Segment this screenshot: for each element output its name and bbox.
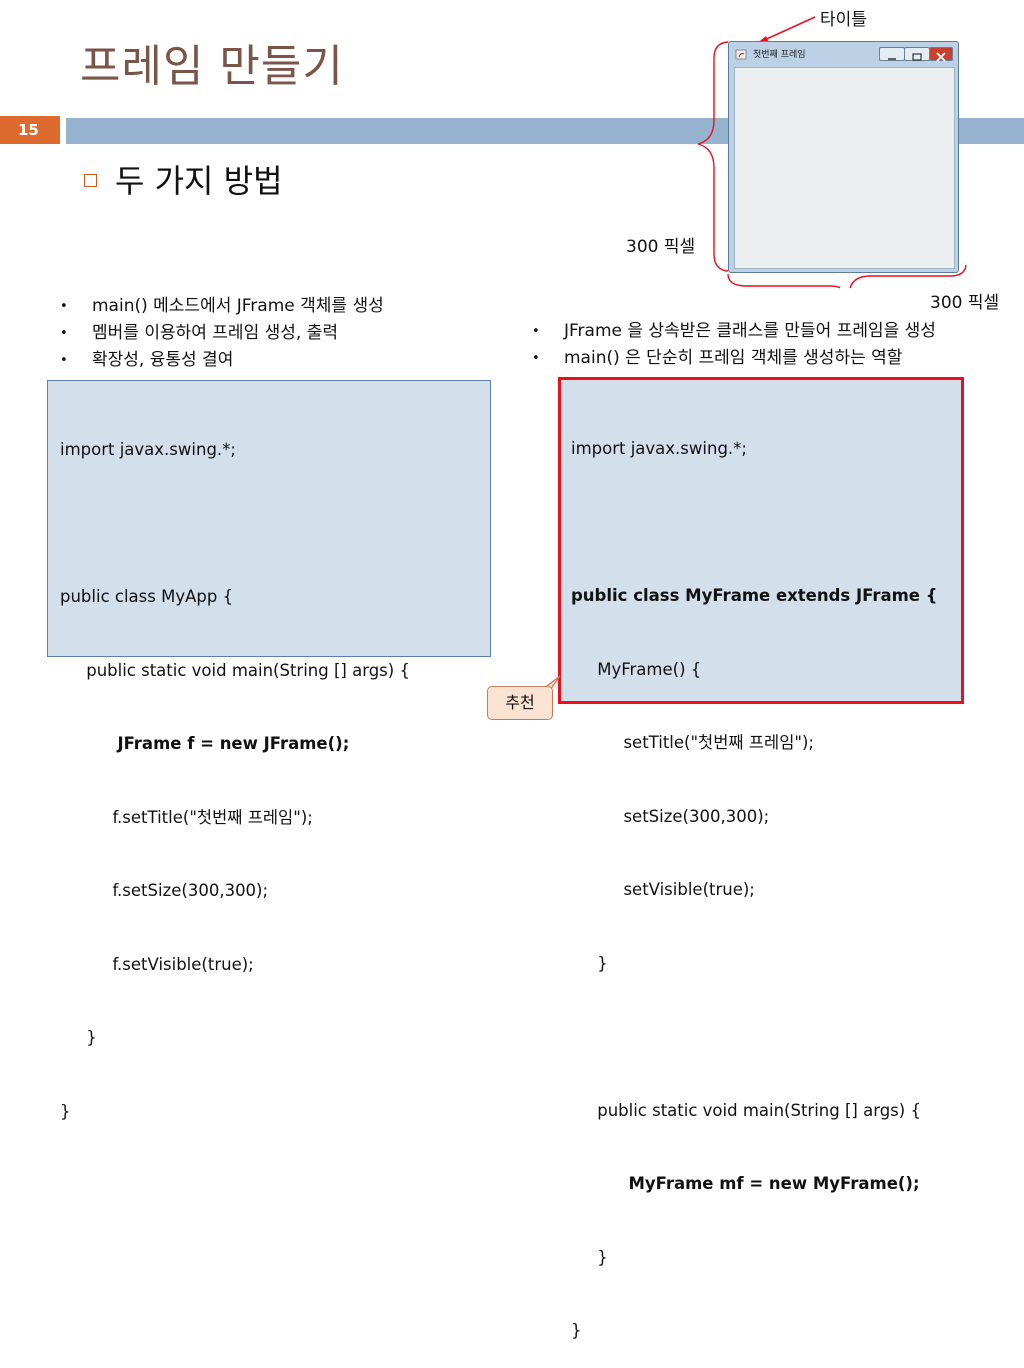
code-line: } (571, 1247, 608, 1267)
recommend-badge: 추천 (487, 686, 553, 720)
left-bullet-list: • main() 메소드에서 JFrame 객체를 생성 • 멤버를 이용하여 프레… (60, 293, 384, 374)
code-line: } (571, 1321, 582, 1340)
bullet-dot-icon: • (60, 326, 68, 341)
list-item: • 확장성, 융통성 결여 (60, 347, 384, 374)
code-line (571, 1025, 961, 1050)
bullet-text: JFrame 을 상속받은 클래스를 만들어 프레임을 생성 (564, 321, 936, 341)
section-heading-text: 두 가지 방법 (115, 162, 283, 200)
code-block-myframe: import javax.swing.*; public class MyFra… (558, 377, 964, 1340)
code-line: public class MyApp { (60, 587, 234, 606)
code-line: setSize(300,300); (571, 806, 770, 826)
window-title-text: 첫번째 프레임 (753, 50, 806, 60)
list-item: • main() 은 단순히 프레임 객체를 생성하는 역할 (532, 345, 936, 372)
title-label: 타이틀 (820, 10, 867, 30)
code-line: setVisible(true); (571, 880, 755, 899)
slide-title: 프레임 만들기 (80, 41, 344, 92)
window-titlebar: 첫번째 프레임 (729, 42, 958, 66)
square-bullet-icon (84, 174, 97, 187)
width-brace-right-wrap (849, 265, 967, 289)
height-label: 300 픽셀 (626, 237, 696, 257)
code-line: import javax.swing.*; (60, 440, 236, 459)
page-number: 15 (0, 116, 60, 144)
bullet-text: 멤버를 이용하여 프레임 생성, 출력 (92, 323, 338, 343)
code-line: f.setVisible(true); (60, 954, 254, 974)
code-line: f.setTitle("첫번째 프레임"); (60, 807, 313, 827)
minimize-button[interactable] (879, 47, 905, 61)
code-line: JFrame f = new JFrame(); (60, 734, 350, 753)
code-line (60, 512, 490, 537)
list-item: • 멤버를 이용하여 프레임 생성, 출력 (60, 320, 384, 347)
height-brace (697, 41, 729, 272)
bullet-dot-icon: • (60, 299, 68, 314)
width-brace-right (849, 265, 967, 289)
bullet-dot-icon: • (532, 324, 540, 339)
code-line: public static void main(String [] args) … (60, 660, 410, 680)
jframe-window: 첫번째 프레임 (728, 41, 959, 273)
width-label: 300 픽셀 (930, 293, 1000, 313)
code-line: public class MyFrame extends JFrame { (571, 586, 938, 605)
minimize-icon (888, 58, 896, 60)
close-button[interactable] (929, 47, 953, 62)
list-item: • JFrame 을 상속받은 클래스를 만들어 프레임을 생성 (532, 318, 936, 345)
bullet-text: 확장성, 융통성 결여 (92, 350, 234, 370)
close-icon (936, 52, 946, 62)
code-line: } (60, 1101, 71, 1121)
code-line-emphasis: JFrame f = new JFrame(); (60, 732, 490, 757)
code-line: MyFrame mf = new MyFrame(); (571, 1174, 920, 1193)
list-item: • main() 메소드에서 JFrame 객체를 생성 (60, 293, 384, 320)
code-line-emphasis: MyFrame mf = new MyFrame(); (571, 1172, 961, 1197)
code-line: import javax.swing.*; (571, 439, 747, 458)
section-heading: 두 가지 방법 (84, 156, 283, 202)
code-line: public static void main(String [] args) … (571, 1100, 921, 1120)
title-arrow (757, 16, 816, 44)
code-block-myapp: import javax.swing.*; public class MyApp… (47, 380, 491, 1121)
maximize-button[interactable] (904, 47, 930, 61)
code-line: setTitle("첫번째 프레임"); (571, 733, 814, 752)
java-app-icon (735, 49, 747, 60)
code-line: } (571, 953, 608, 973)
code-line (571, 511, 961, 536)
code-line-emphasis: public class MyFrame extends JFrame { (571, 584, 961, 609)
bullet-text: main() 메소드에서 JFrame 객체를 생성 (92, 296, 384, 316)
width-brace-left (727, 273, 840, 289)
bullet-text: main() 은 단순히 프레임 객체를 생성하는 역할 (564, 348, 903, 368)
bullet-dot-icon: • (532, 351, 540, 366)
bullet-dot-icon: • (60, 353, 68, 368)
right-bullet-list: • JFrame 을 상속받은 클래스를 만들어 프레임을 생성 • main() … (532, 318, 936, 372)
window-client-area (734, 67, 955, 269)
code-line: f.setSize(300,300); (60, 881, 269, 900)
maximize-icon (912, 53, 922, 61)
code-line: MyFrame() { (571, 659, 702, 679)
code-line: } (60, 1028, 97, 1047)
